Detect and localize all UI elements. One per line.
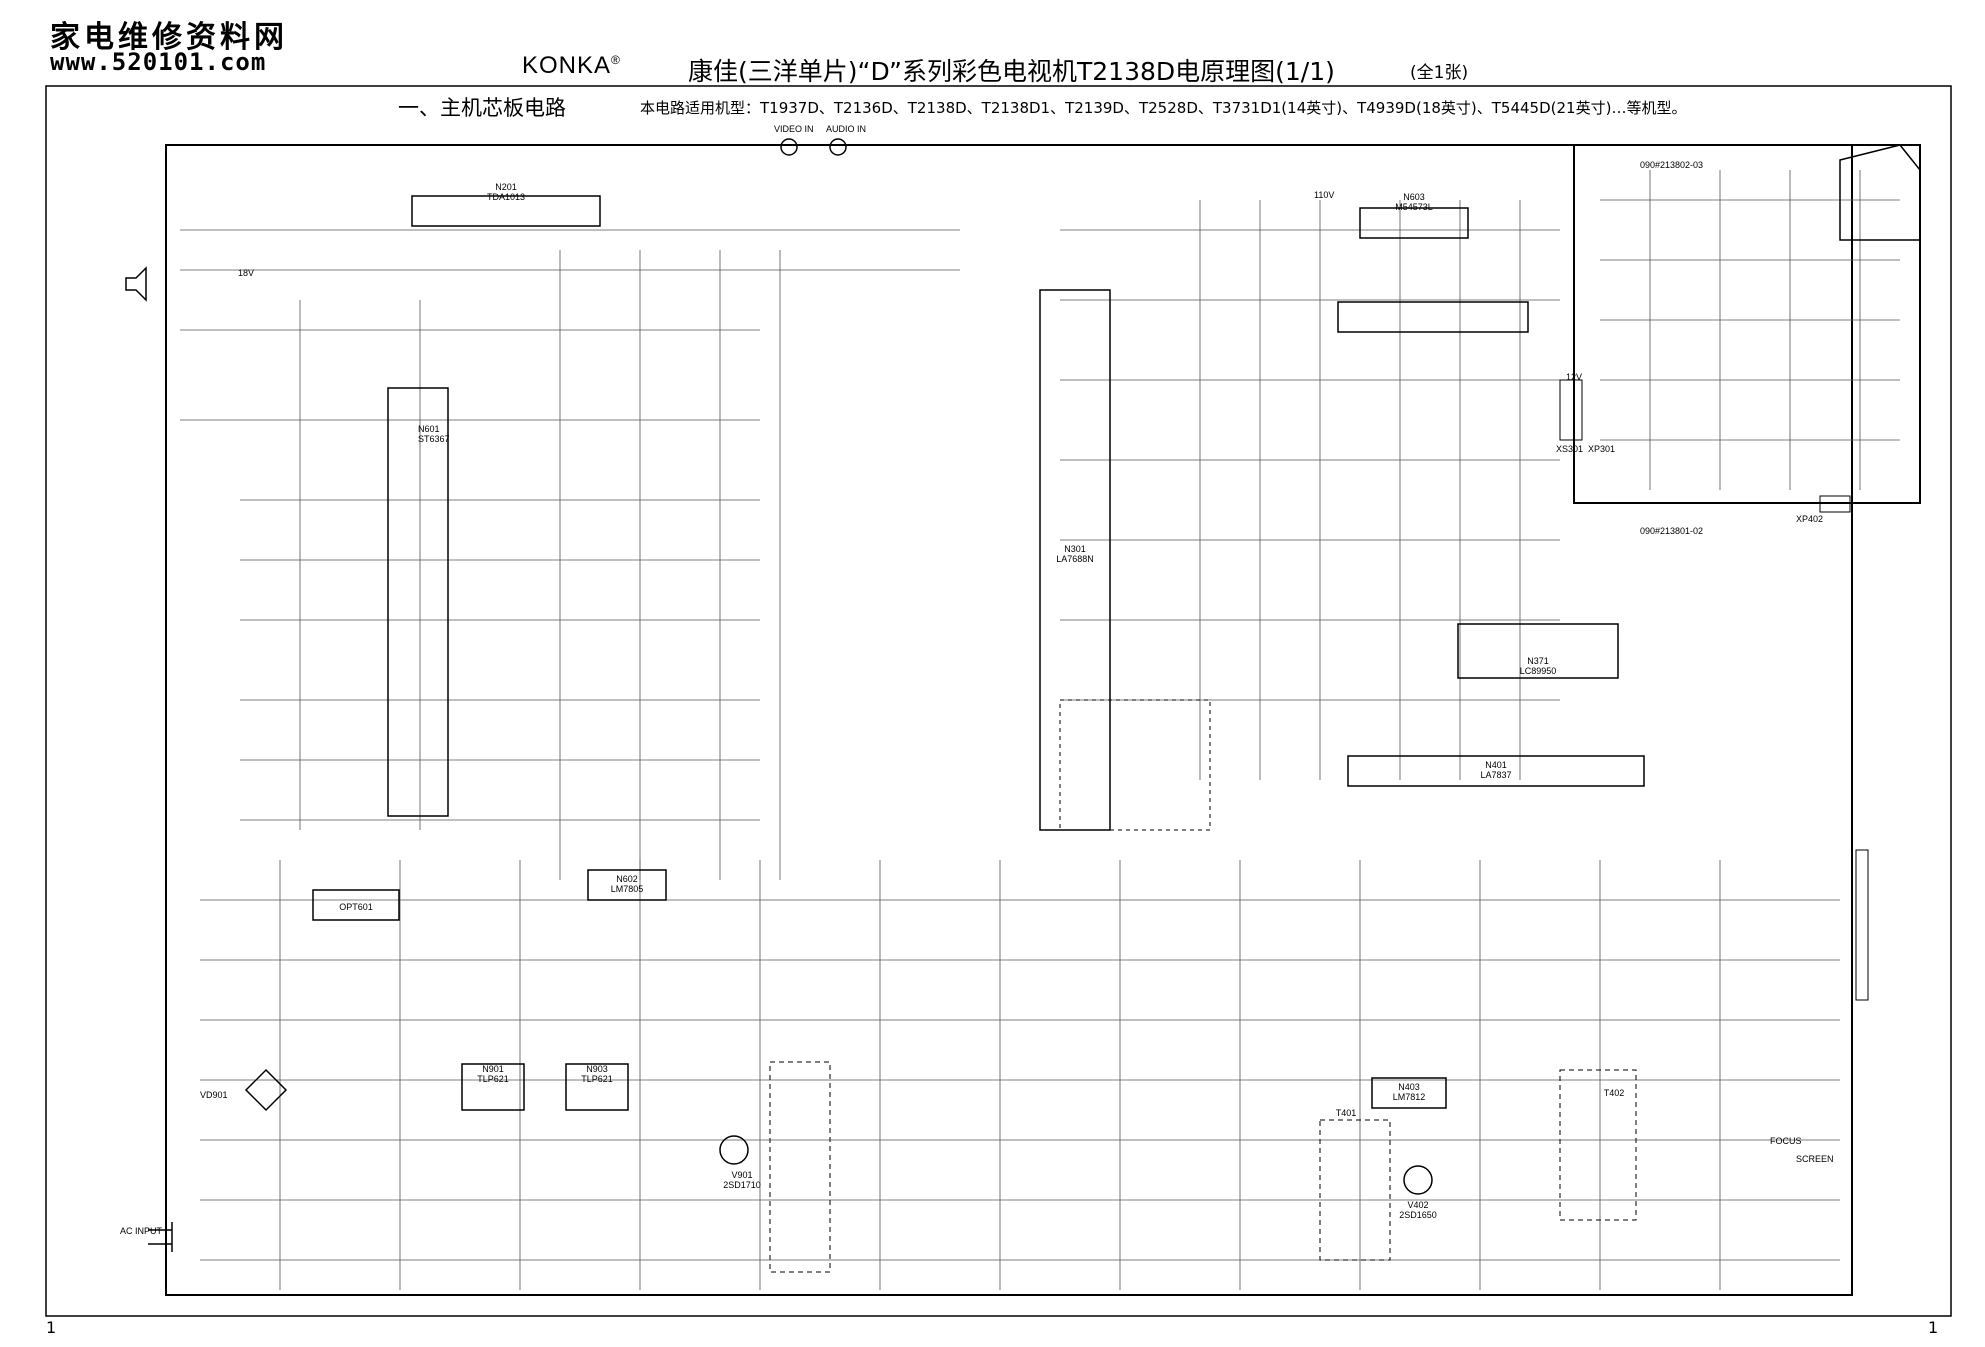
video-in-label: VIDEO IN	[774, 124, 814, 134]
n603-ref: N603	[1403, 192, 1425, 202]
vd901-ref: VD901	[200, 1090, 228, 1100]
transistor-v901	[719, 1135, 749, 1165]
ic-dashed-area	[1059, 699, 1211, 831]
opto-n903	[565, 1063, 629, 1111]
n901-ref: N901	[482, 1064, 504, 1074]
n403-ref: N403	[1398, 1082, 1420, 1092]
n201-ref: N201	[495, 182, 517, 192]
chip-n301	[1039, 289, 1111, 831]
tuner-block	[1337, 301, 1529, 333]
brand-registered-mark: ®	[611, 53, 621, 67]
main-board-frame	[165, 144, 1853, 1296]
n371-part: LC89950	[1520, 666, 1557, 676]
connector-xs301	[1559, 379, 1583, 441]
n401-part: LA7837	[1480, 770, 1511, 780]
supply-110v-label: 110V	[1314, 190, 1334, 200]
crt-board-frame	[1573, 144, 1921, 504]
n603-part: M54573L	[1395, 202, 1433, 212]
models-note: 本电路适用机型：T1937D、T2136D、T2138D、T2138D1、T21…	[640, 99, 1687, 117]
connector-xp402	[1819, 495, 1851, 513]
chip-n603	[1359, 207, 1469, 239]
video-in-jack	[780, 138, 798, 156]
outer-frame	[45, 85, 1952, 1317]
supply-18v-label: 18V	[238, 268, 254, 278]
title-note: (全1张)	[1410, 63, 1469, 83]
n371-ref: N371	[1527, 656, 1549, 666]
brand-name: KONKA®	[522, 52, 621, 80]
opt601-block	[312, 889, 400, 921]
chip-n601	[387, 387, 449, 817]
opto-n901	[461, 1063, 525, 1111]
section-title: 一、主机芯板电路	[398, 96, 566, 120]
n401-ref: N401	[1485, 760, 1507, 770]
chip-n201	[411, 195, 601, 227]
crt-board-ref: 090#213802-03	[1640, 160, 1703, 170]
n903-part: TLP621	[581, 1074, 613, 1084]
site-title: 家电维修资料网	[50, 20, 288, 55]
xp301-label: XP301	[1588, 444, 1615, 454]
v402-part: 2SD1650	[1399, 1210, 1437, 1220]
n901-part: TLP621	[477, 1074, 509, 1084]
transistor-v402	[1403, 1165, 1433, 1195]
n602-ref: N602	[616, 874, 638, 884]
n301-part: LA7688N	[1056, 554, 1094, 564]
supply-12v-label: 12V	[1566, 372, 1582, 382]
v901-part: 2SD1710	[723, 1180, 761, 1190]
bridge-rectifier	[244, 1068, 288, 1112]
v901-ref: V901	[731, 1170, 752, 1180]
page-number-right: 1	[1928, 1318, 1939, 1337]
t402-ref: T402	[1604, 1088, 1625, 1098]
focus-label: FOCUS	[1770, 1136, 1802, 1146]
n301-ref: N301	[1064, 544, 1086, 554]
transformer-t402	[1559, 1069, 1637, 1221]
crt-tube	[1839, 144, 1921, 241]
xs301-label: XS301	[1556, 444, 1583, 454]
t401-ref: T401	[1336, 1108, 1357, 1118]
page-number-left: 1	[46, 1318, 57, 1337]
ac-input-label: AC INPUT	[120, 1226, 163, 1236]
xp402-label: XP402	[1796, 514, 1823, 524]
n602-part: LM7805	[611, 884, 644, 894]
v402-ref: V402	[1407, 1200, 1428, 1210]
n601-part: ST6367	[418, 434, 450, 444]
audio-in-jack	[829, 138, 847, 156]
n403-part: LM7812	[1393, 1092, 1426, 1102]
chip-n371	[1457, 623, 1619, 679]
screen-label: SCREEN	[1796, 1154, 1834, 1164]
deflection-connector	[1855, 849, 1869, 1001]
transformer-t401	[1319, 1119, 1391, 1261]
n903-ref: N903	[586, 1064, 608, 1074]
site-url: www.520101.com	[50, 48, 267, 76]
ctrl-board-ref: 090#213801-02	[1640, 526, 1703, 536]
n601-ref: N601	[418, 424, 440, 434]
chip-n401	[1347, 755, 1645, 787]
n201-part: TDA1013	[487, 192, 525, 202]
main-title: 康佳(三洋单片)“D”系列彩色电视机T2138D电原理图(1/1)	[688, 57, 1335, 86]
chip-n602	[587, 869, 667, 901]
ac-plug-icon	[148, 1222, 173, 1252]
brand-text: KONKA	[522, 52, 612, 79]
switching-transformer	[769, 1061, 831, 1273]
chip-n403	[1371, 1077, 1447, 1109]
speaker-icon	[125, 266, 147, 302]
audio-in-label: AUDIO IN	[826, 124, 866, 134]
opt601-ref: OPT601	[339, 902, 373, 912]
